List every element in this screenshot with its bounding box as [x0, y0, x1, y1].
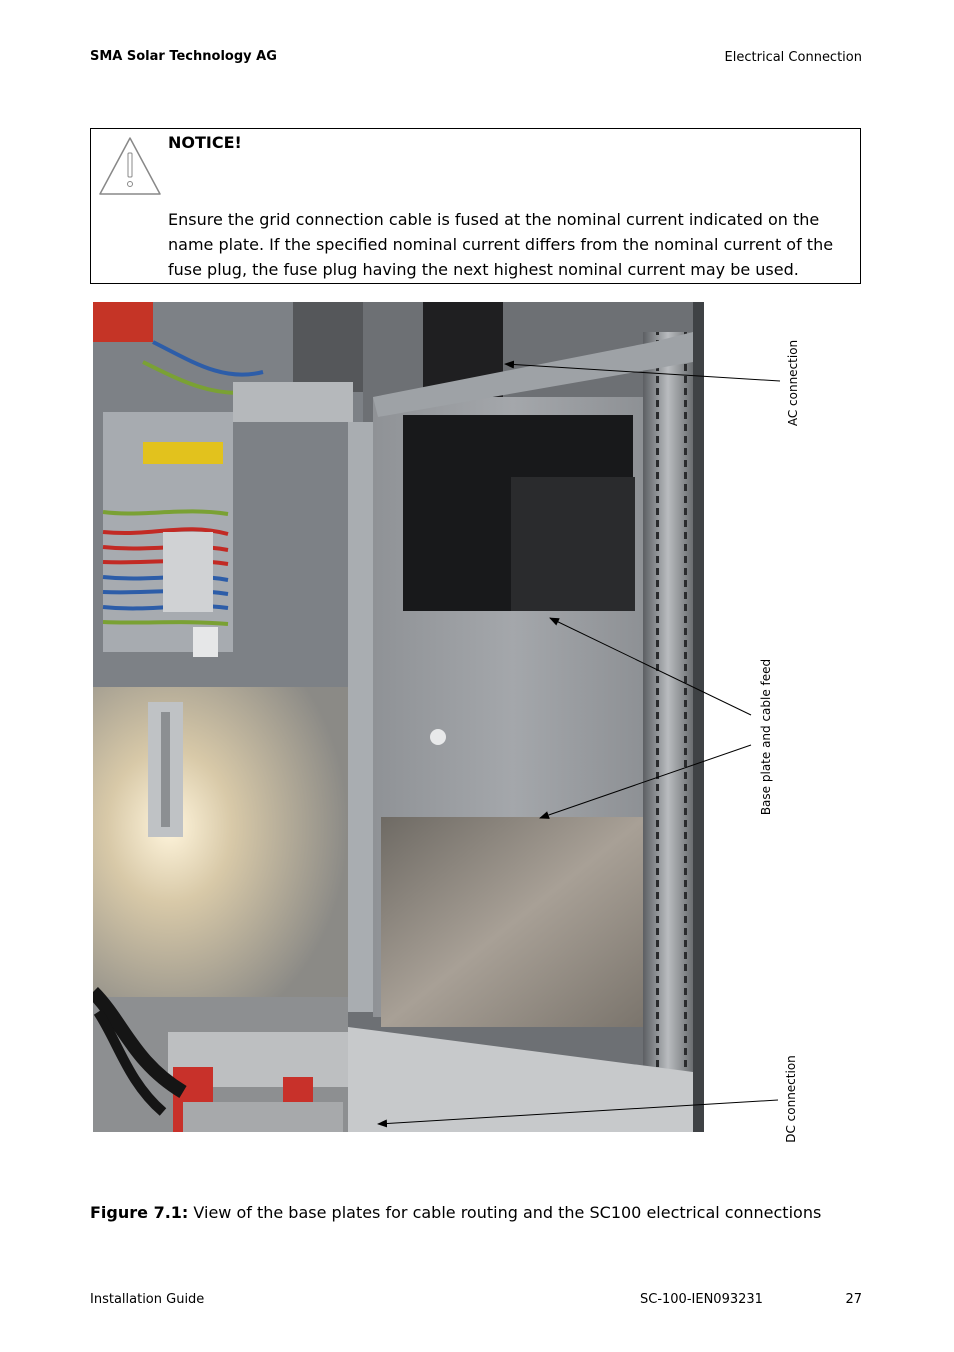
figure-caption: Figure 7.1: View of the base plates for …	[90, 1203, 821, 1222]
footer-doc-type: Installation Guide	[90, 1292, 205, 1307]
warning-triangle-icon	[99, 137, 161, 195]
figure-caption-text: View of the base plates for cable routin…	[188, 1203, 822, 1222]
label-ac-connection: AC connection	[786, 339, 800, 427]
cabinet-photo	[93, 302, 704, 1132]
header-section: Electrical Connection	[724, 50, 862, 65]
label-base-plate: Base plate and cable feed	[759, 658, 773, 816]
footer-doc-id: SC-100-IEN093231	[640, 1292, 763, 1307]
notice-box: NOTICE! Ensure the grid connection cable…	[90, 128, 861, 284]
notice-title: NOTICE!	[168, 133, 242, 152]
footer-page-number: 27	[845, 1292, 862, 1307]
notice-body: Ensure the grid connection cable is fuse…	[168, 210, 834, 279]
label-dc-connection: DC connection	[784, 1055, 798, 1143]
figure-caption-number: Figure 7.1:	[90, 1203, 189, 1222]
header-company: SMA Solar Technology AG	[90, 49, 277, 64]
